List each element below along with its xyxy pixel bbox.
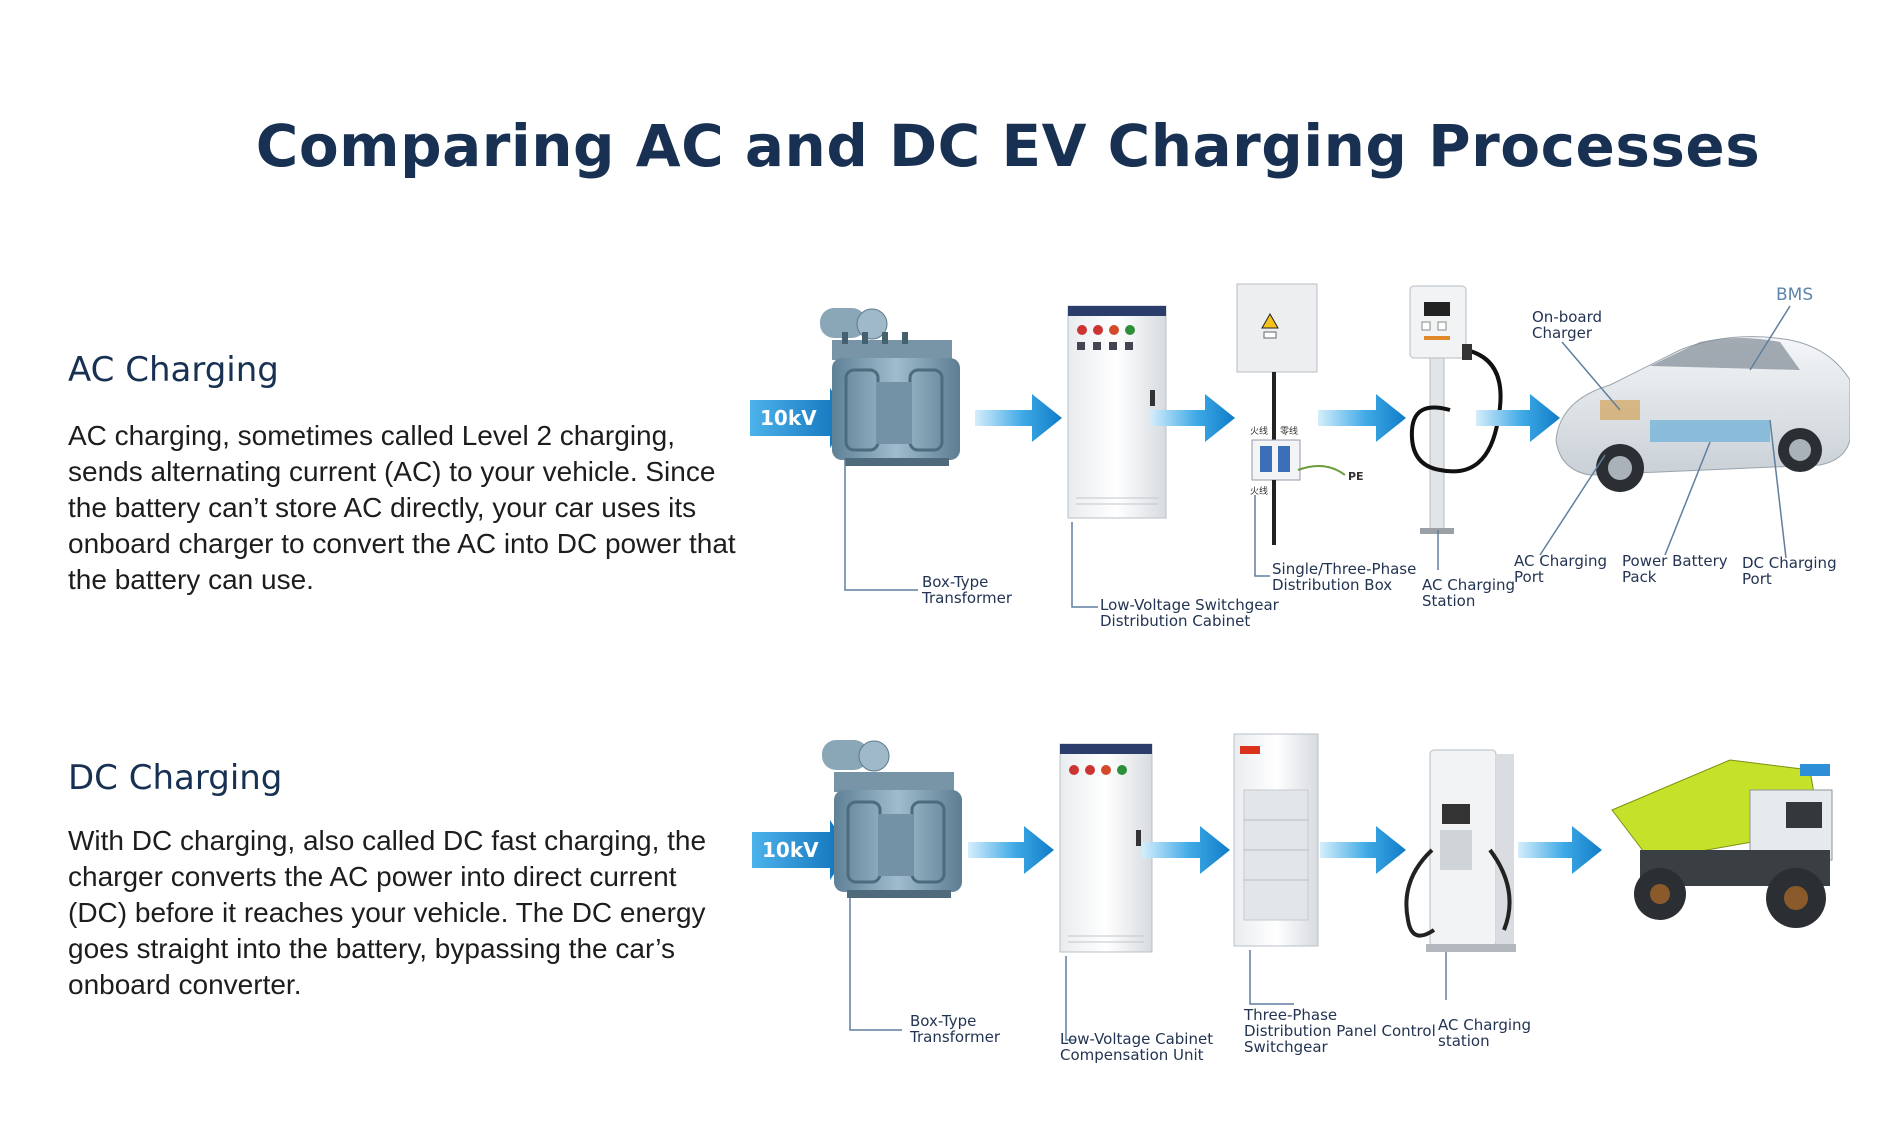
ac-charging-station-icon bbox=[1409, 285, 1503, 534]
ac-label-transformer: Box-Type Transformer bbox=[844, 460, 1013, 607]
ac-flow-arrow-3 bbox=[1318, 394, 1406, 442]
svg-text:Transformer: Transformer bbox=[921, 589, 1013, 607]
ac-description: AC charging, sometimes called Level 2 ch… bbox=[68, 420, 736, 595]
svg-text:On-board: On-board bbox=[1532, 308, 1602, 326]
dc-label-panel: Three-Phase Distribution Panel Control S… bbox=[1243, 950, 1436, 1056]
ac-flow-arrow-4 bbox=[1476, 394, 1560, 442]
dc-description: With DC charging, also called DC fast ch… bbox=[68, 825, 707, 1000]
ac-pe-label: PE bbox=[1348, 470, 1364, 483]
dc-voltage-arrow: 10kV bbox=[752, 820, 850, 880]
svg-text:DC Charging: DC Charging bbox=[1742, 554, 1837, 572]
svg-text:station: station bbox=[1438, 1032, 1490, 1050]
dc-flow-arrow-3 bbox=[1320, 826, 1406, 874]
dc-charging-diagram: 10kV bbox=[752, 733, 1833, 1064]
svg-text:AC Charging: AC Charging bbox=[1438, 1016, 1531, 1034]
ac-electric-car-icon bbox=[1555, 336, 1850, 492]
svg-text:AC Charging: AC Charging bbox=[1514, 552, 1607, 570]
svg-text:Distribution Panel Control: Distribution Panel Control bbox=[1244, 1022, 1436, 1040]
dc-label-transformer: Box-Type Transformer bbox=[849, 898, 1001, 1046]
ac-wire-label-zero-top: 零线 bbox=[1280, 425, 1298, 437]
ac-flow-arrow-1 bbox=[975, 394, 1062, 442]
svg-text:Transformer: Transformer bbox=[909, 1028, 1001, 1046]
ac-label-power-battery: Power Battery Pack bbox=[1622, 441, 1728, 586]
ac-charging-diagram: 10kV 火线 bbox=[750, 283, 1850, 630]
ac-label-dc-port: DC Charging Port bbox=[1742, 419, 1837, 588]
dc-label-cabinet: Low-Voltage Cabinet Compensation Unit bbox=[1060, 956, 1213, 1064]
svg-text:Port: Port bbox=[1514, 568, 1544, 586]
ac-heading: AC Charging bbox=[68, 350, 279, 390]
dc-flow-arrow-1 bbox=[968, 826, 1054, 874]
dc-label-station: AC Charging station bbox=[1438, 952, 1531, 1050]
svg-text:Power Battery: Power Battery bbox=[1622, 552, 1728, 570]
svg-text:Three-Phase: Three-Phase bbox=[1243, 1006, 1337, 1024]
dc-heading: DC Charging bbox=[68, 758, 283, 798]
ac-label-ac-port: AC Charging Port bbox=[1514, 454, 1607, 586]
svg-text:Box-Type: Box-Type bbox=[922, 573, 988, 591]
ac-label-station: AC Charging Station bbox=[1422, 530, 1515, 610]
svg-text:Box-Type: Box-Type bbox=[910, 1012, 976, 1030]
dc-transformer-icon bbox=[822, 740, 962, 898]
dc-charging-station-icon bbox=[1404, 749, 1516, 952]
svg-text:Charger: Charger bbox=[1532, 324, 1593, 342]
svg-text:Port: Port bbox=[1742, 570, 1772, 588]
svg-text:AC Charging: AC Charging bbox=[1422, 576, 1515, 594]
ac-transformer-icon bbox=[820, 308, 960, 466]
svg-text:Low-Voltage Switchgear: Low-Voltage Switchgear bbox=[1100, 596, 1280, 614]
ac-label-bms: BMS bbox=[1749, 285, 1813, 371]
svg-text:BMS: BMS bbox=[1776, 285, 1813, 305]
svg-text:Low-Voltage Cabinet: Low-Voltage Cabinet bbox=[1060, 1030, 1213, 1048]
svg-text:Switchgear: Switchgear bbox=[1244, 1038, 1329, 1056]
ac-voltage-arrow: 10kV bbox=[750, 388, 850, 448]
svg-text:Compensation Unit: Compensation Unit bbox=[1060, 1046, 1204, 1064]
ac-flow-arrow-2 bbox=[1150, 394, 1235, 442]
svg-text:Distribution Cabinet: Distribution Cabinet bbox=[1100, 612, 1250, 630]
svg-text:Single/Three-Phase: Single/Three-Phase bbox=[1272, 560, 1416, 578]
ac-label-cabinet: Low-Voltage Switchgear Distribution Cabi… bbox=[1071, 522, 1280, 630]
svg-text:Station: Station bbox=[1422, 592, 1475, 610]
ac-label-onboard-charger: On-board Charger bbox=[1532, 308, 1621, 411]
dc-distribution-panel-icon bbox=[1233, 733, 1319, 947]
ac-voltage-label: 10kV bbox=[760, 406, 817, 430]
svg-text:Pack: Pack bbox=[1622, 568, 1657, 586]
ac-switchgear-cabinet-icon bbox=[1067, 305, 1167, 519]
ac-label-distribution-box: Single/Three-Phase Distribution Box bbox=[1254, 495, 1416, 594]
dc-flow-arrow-2 bbox=[1142, 826, 1230, 874]
svg-text:Distribution Box: Distribution Box bbox=[1272, 576, 1392, 594]
page-title: Comparing AC and DC EV Charging Processe… bbox=[255, 112, 1761, 180]
dc-cabinet-icon bbox=[1059, 743, 1153, 953]
dc-flow-arrow-4 bbox=[1518, 826, 1602, 874]
ac-wire-label-fire-bottom: 火线 bbox=[1250, 485, 1268, 497]
ac-distribution-box-icon: 火线 零线 火线 PE bbox=[1236, 283, 1364, 545]
dc-mining-truck-icon bbox=[1611, 759, 1833, 928]
dc-voltage-label: 10kV bbox=[762, 838, 819, 862]
ac-wire-label-fire-top: 火线 bbox=[1250, 425, 1268, 437]
